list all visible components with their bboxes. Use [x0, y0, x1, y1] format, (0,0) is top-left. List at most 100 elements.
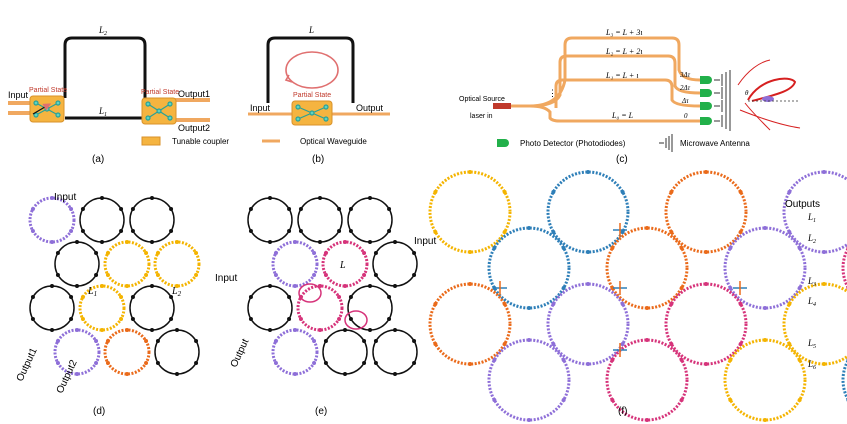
- l3-label-f: L3: [807, 276, 816, 288]
- panel-e-mesh: [247, 196, 418, 376]
- coupler-node: [94, 361, 99, 365]
- coupler-node: [155, 273, 160, 277]
- coupler-node: [125, 240, 129, 244]
- legend-pd-swatch: [497, 139, 509, 147]
- ring-cell: [487, 226, 571, 310]
- coupler-node: [433, 190, 438, 194]
- coupler-node: [527, 338, 531, 342]
- ring-cell: [372, 241, 418, 287]
- coupler-node: [105, 273, 110, 277]
- coupler-node: [125, 284, 129, 288]
- coupler-node: [318, 328, 322, 332]
- ring-cell: [664, 170, 748, 254]
- coupler-node: [645, 226, 649, 230]
- coupler-node: [169, 207, 174, 211]
- coupler-node: [323, 273, 328, 277]
- panel-c: θ L₃ = L + 3ι L₂ = L + 2ι L₁ = L + ι L₀ …: [459, 28, 801, 165]
- caption-a: (a): [92, 154, 104, 165]
- coupler-node: [100, 284, 104, 288]
- eq-l1: L₁ = L + ι: [605, 71, 639, 80]
- legend-pd-label: Photo Detector (Photodiodes): [520, 139, 626, 148]
- coupler-node: [620, 342, 625, 346]
- coupler-node: [119, 317, 124, 321]
- coupler-node: [551, 342, 556, 346]
- coupler-node: [343, 328, 347, 332]
- coupler-node: [412, 361, 417, 365]
- coupler-node: [75, 240, 79, 244]
- coupler-node: [312, 273, 317, 277]
- coupler-node: [610, 358, 615, 362]
- coupler-node: [194, 251, 199, 255]
- coupler-node: [373, 361, 378, 365]
- coupler-node: [738, 342, 743, 346]
- coupler-node: [268, 284, 272, 288]
- partial-state-label-a-right: Partial State: [141, 89, 179, 96]
- coupler-node: [318, 240, 322, 244]
- coupler-node: [373, 273, 378, 277]
- ring-cell: [347, 285, 393, 331]
- coupler-node: [763, 226, 767, 230]
- coupler-node: [763, 338, 767, 342]
- coupler-node: [368, 196, 372, 200]
- coupler-node: [130, 295, 135, 299]
- coupler-node: [194, 273, 199, 277]
- output-label-b: Output: [356, 103, 384, 113]
- coupler-node: [610, 398, 615, 402]
- antenna-3: [714, 70, 731, 90]
- coupler-node: [586, 250, 590, 254]
- ring-cell: [322, 329, 368, 375]
- panel-b: L Input Output Partial State Optical Wav…: [248, 25, 390, 165]
- coupler-node: [144, 361, 149, 365]
- antenna-0: [714, 111, 731, 131]
- coupler-node: [287, 229, 292, 233]
- coupler-node: [287, 295, 292, 299]
- coupler-node: [679, 286, 684, 290]
- coupler-node: [669, 342, 674, 346]
- coupler-node: [298, 229, 303, 233]
- coupler-node: [393, 240, 397, 244]
- coupler-node: [669, 230, 674, 234]
- circulation-arrowhead-b: [284, 74, 293, 83]
- panel-f-labels: Input Outputs L1 L2 L3 L4 L5 L6 (f): [414, 199, 820, 417]
- coupler-node: [318, 196, 322, 200]
- coupler-node: [293, 328, 297, 332]
- coupler-node: [620, 190, 625, 194]
- coupler-node: [175, 328, 179, 332]
- coupler-node: [412, 339, 417, 343]
- ring-cell: [723, 226, 807, 310]
- coupler-node: [30, 295, 35, 299]
- coupler-node: [669, 302, 674, 306]
- coupler-node: [343, 284, 347, 288]
- ring-cell: [271, 328, 319, 376]
- coupler-node: [343, 372, 347, 376]
- coupler-node: [348, 295, 353, 299]
- coupler-node: [412, 273, 417, 277]
- l-label-e: L: [339, 260, 346, 271]
- coupler-node: [362, 273, 367, 277]
- coupler-node: [100, 328, 104, 332]
- coupler-node: [105, 339, 110, 343]
- coupler-node: [787, 342, 792, 346]
- coupler-node: [155, 339, 160, 343]
- coupler-node: [80, 295, 85, 299]
- coupler-node: [763, 306, 767, 310]
- circulation-arrow-e2: [344, 310, 368, 330]
- partial-state-label-a-left: Partial State: [29, 87, 67, 94]
- coupler-node: [822, 362, 826, 366]
- coupler-node: [704, 250, 708, 254]
- ring-cell: [546, 282, 630, 366]
- coupler-node: [468, 282, 472, 286]
- coupler-node: [797, 398, 802, 402]
- coupler-node: [433, 302, 438, 306]
- coupler-node: [527, 306, 531, 310]
- coupler-node: [337, 207, 342, 211]
- coupler-node: [586, 170, 590, 174]
- ring-cell: [78, 284, 126, 332]
- ring-cell: [546, 170, 630, 254]
- caption-e: (e): [315, 406, 327, 417]
- l1-label-d: L1: [87, 286, 97, 298]
- ring-cell: [664, 282, 748, 366]
- coupler-left-arrow: [32, 103, 52, 115]
- coupler-node: [268, 240, 272, 244]
